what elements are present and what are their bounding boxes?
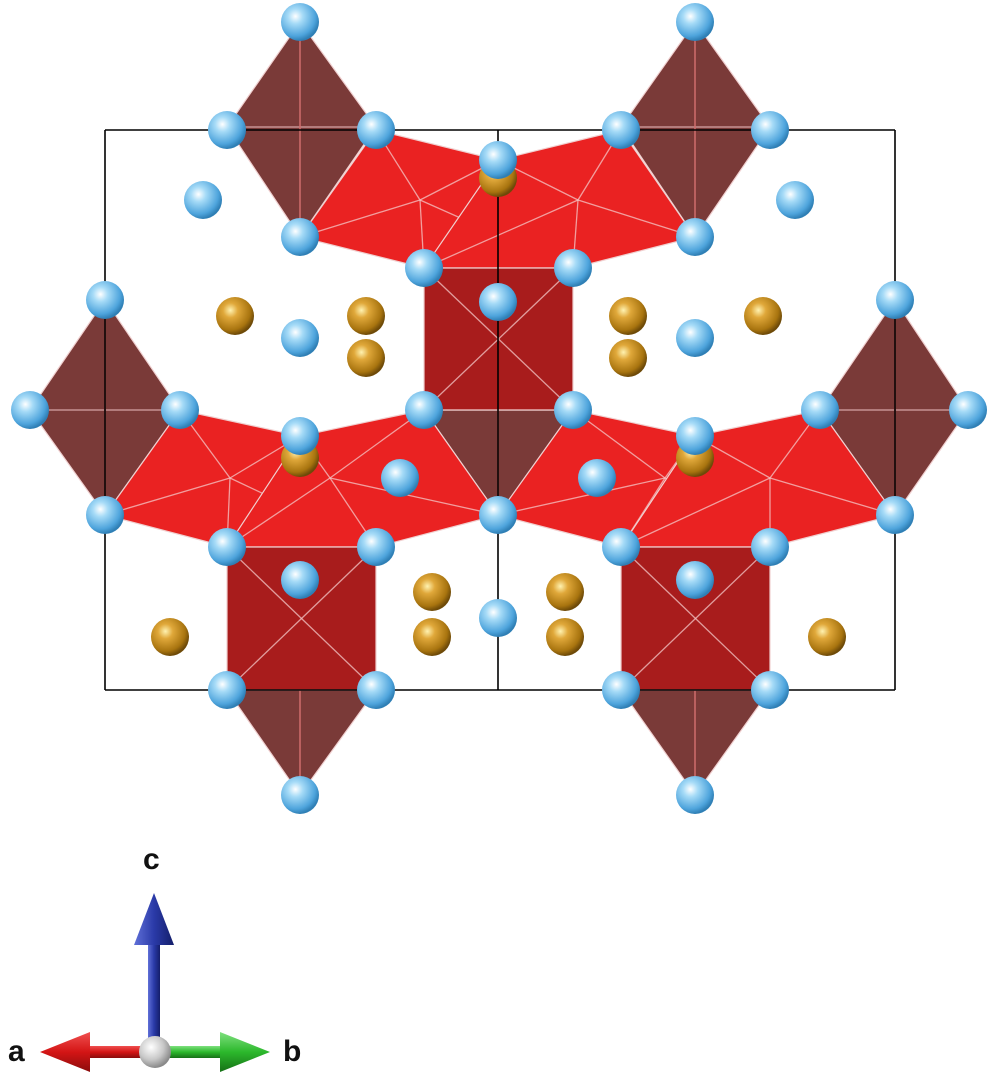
cation-atom	[413, 618, 451, 656]
anion-atom	[11, 391, 49, 429]
anion-atom	[751, 528, 789, 566]
anion-atom	[208, 671, 246, 709]
anion-atom	[357, 528, 395, 566]
anion-atom	[281, 218, 319, 256]
upright-octahedra	[226, 267, 771, 691]
c-axis-label: c	[143, 843, 160, 876]
anion-atom	[676, 417, 714, 455]
origin-sphere	[139, 1036, 171, 1068]
anion-atom	[554, 249, 592, 287]
anion-atom	[357, 111, 395, 149]
anion-atom	[86, 496, 124, 534]
a-axis-arrow	[40, 1032, 150, 1072]
anion-atom	[676, 776, 714, 814]
anion-atom	[161, 391, 199, 429]
anion-atom	[876, 281, 914, 319]
anion-atom	[281, 3, 319, 41]
anion-atom	[602, 528, 640, 566]
anion-atom	[479, 599, 517, 637]
anion-atom	[801, 391, 839, 429]
anion-atom	[578, 459, 616, 497]
tilted-octahedra	[104, 129, 896, 548]
cation-atom	[347, 339, 385, 377]
b-axis-label: b	[283, 1035, 302, 1068]
anion-atom	[479, 283, 517, 321]
cation-atom	[609, 339, 647, 377]
c-axis-arrow	[134, 893, 174, 1040]
anion-atom	[479, 496, 517, 534]
cation-atom	[347, 297, 385, 335]
anion-atom	[281, 561, 319, 599]
cation-atom	[216, 297, 254, 335]
b-axis-arrow	[160, 1032, 270, 1072]
anion-atom	[479, 141, 517, 179]
anion-atom	[281, 776, 319, 814]
anion-atom	[751, 671, 789, 709]
anion-atom	[381, 459, 419, 497]
anion-atom	[876, 496, 914, 534]
anion-atom	[184, 181, 222, 219]
anion-atom	[405, 391, 443, 429]
anion-atom	[776, 181, 814, 219]
cation-atom	[546, 618, 584, 656]
anion-atom	[357, 671, 395, 709]
anion-atom	[281, 417, 319, 455]
anion-atom	[676, 561, 714, 599]
a-axis-label: a	[8, 1035, 25, 1068]
anion-atom	[405, 249, 443, 287]
cation-atom	[744, 297, 782, 335]
anion-atom	[208, 111, 246, 149]
anion-atom	[676, 319, 714, 357]
axis-triad-icon	[40, 893, 270, 1072]
anion-atom	[208, 528, 246, 566]
anion-atom	[676, 218, 714, 256]
anion-atom	[554, 391, 592, 429]
anion-atom	[676, 3, 714, 41]
anion-atom	[602, 671, 640, 709]
cation-atom	[808, 618, 846, 656]
anion-atom	[949, 391, 987, 429]
anion-atom	[751, 111, 789, 149]
anion-atoms	[11, 3, 987, 814]
anion-atom	[281, 319, 319, 357]
cation-atom	[413, 573, 451, 611]
cation-atom	[151, 618, 189, 656]
anion-atom	[86, 281, 124, 319]
cation-atom	[546, 573, 584, 611]
anion-atom	[602, 111, 640, 149]
cation-atom	[609, 297, 647, 335]
